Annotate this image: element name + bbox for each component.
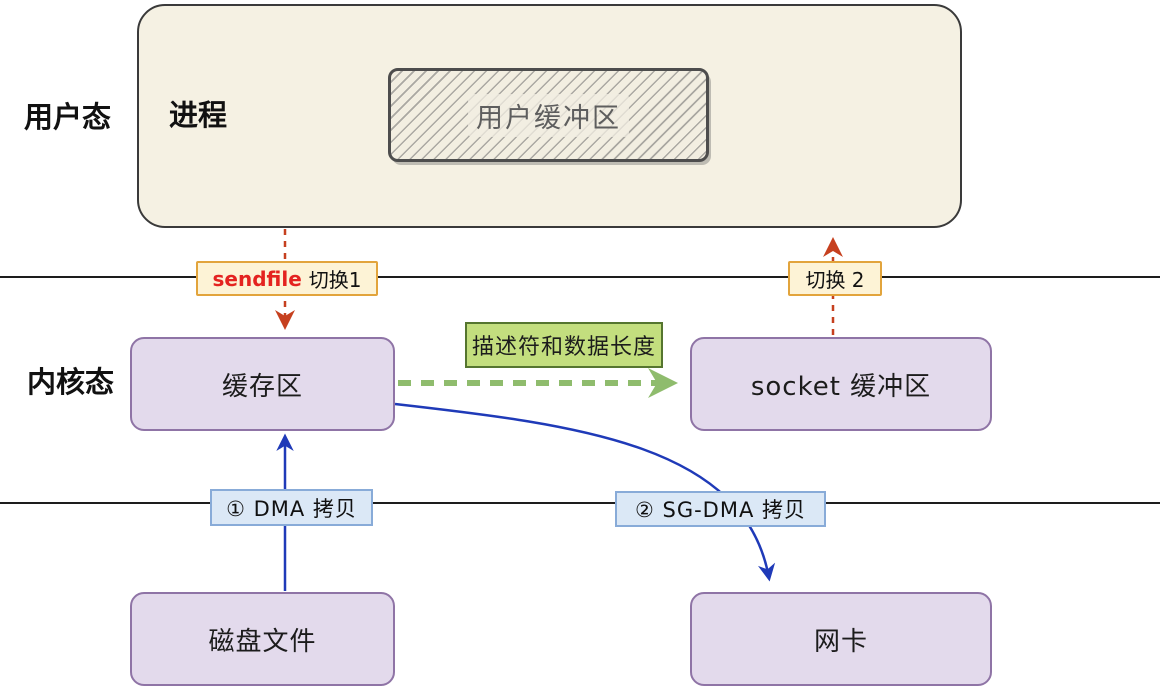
nic-node: 网卡 (690, 592, 992, 686)
switch2-tag: 切换 2 (788, 261, 882, 296)
descriptor-tag: 描述符和数据长度 (465, 322, 663, 368)
user-buffer-box: 用户缓冲区 (388, 68, 709, 162)
sg-dma-copy-arrow (394, 402, 776, 582)
user-buffer-label: 用户缓冲区 (468, 93, 629, 137)
dma-copy-label: ① DMA 拷贝 (226, 496, 357, 521)
nic-label: 网卡 (813, 626, 868, 657)
process-title: 进程 (169, 98, 228, 132)
sg-dma-copy-tag: ② SG-DMA 拷贝 (615, 491, 826, 527)
dma-copy-tag: ① DMA 拷贝 (210, 489, 373, 526)
switch1-label: 切换1 (308, 268, 362, 292)
socket-buffer-node: socket 缓冲区 (690, 337, 992, 431)
sg-dma-copy-label: ② SG-DMA 拷贝 (634, 498, 806, 522)
process-box: 进程 用户缓冲区 (137, 4, 962, 228)
kernel-buffer-label: 缓存区 (221, 371, 303, 402)
sendfile-keyword: sendfile (212, 266, 302, 291)
socket-buffer-label: socket 缓冲区 (750, 371, 932, 402)
descriptor-label: 描述符和数据长度 (471, 335, 656, 360)
disk-file-node: 磁盘文件 (130, 592, 395, 686)
kernel-mode-label: 内核态 (27, 365, 115, 399)
user-mode-label: 用户态 (24, 100, 112, 134)
disk-file-label: 磁盘文件 (208, 626, 317, 657)
switch2-label: 切换 2 (805, 268, 865, 292)
kernel-buffer-node: 缓存区 (130, 337, 395, 431)
sendfile-switch1-tag: sendfile 切换1 (196, 261, 378, 296)
